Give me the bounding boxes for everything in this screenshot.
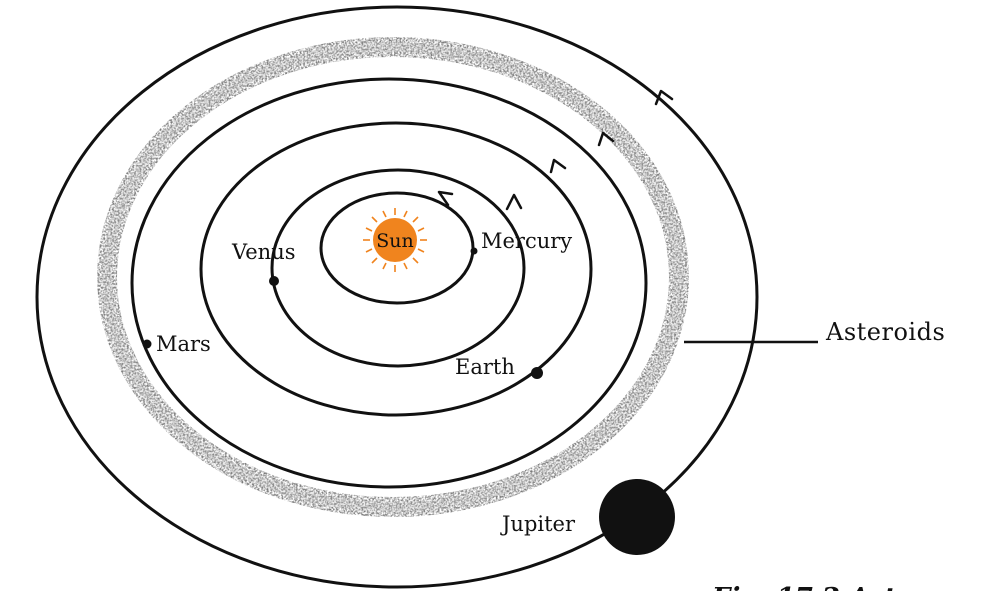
mercury-orbit-arrow-icon [437,190,454,207]
asteroid-belt [97,37,689,517]
figure-caption: Fig. 17.2 Ast [711,583,896,591]
earth-planet [531,367,543,379]
venus-orbit-arrow-icon [505,193,523,211]
mercury-planet [470,247,478,255]
mars-planet [142,339,152,349]
jupiter-orbit [35,5,759,589]
sun [363,208,427,272]
jupiter-planet [599,479,675,555]
venus-planet [269,276,279,286]
jupiter-label: Jupiter [500,512,576,536]
venus-orbit [270,168,526,368]
earth-orbit-arrow-icon [549,158,567,174]
asteroids-label: Asteroids [825,318,945,346]
sun-disc [373,218,417,262]
earth-label: Earth [455,355,515,379]
mars-orbit-arrow-icon [597,131,615,147]
earth-orbit [199,121,593,417]
sun-rays-icon [363,208,427,272]
mars-orbit [130,77,648,489]
mars-label: Mars [156,332,211,356]
jupiter-orbit-arrow-icon [654,89,674,106]
venus-label: Venus [231,240,296,264]
sun-label: Sun [376,230,414,252]
mercury-label: Mercury [481,229,572,253]
